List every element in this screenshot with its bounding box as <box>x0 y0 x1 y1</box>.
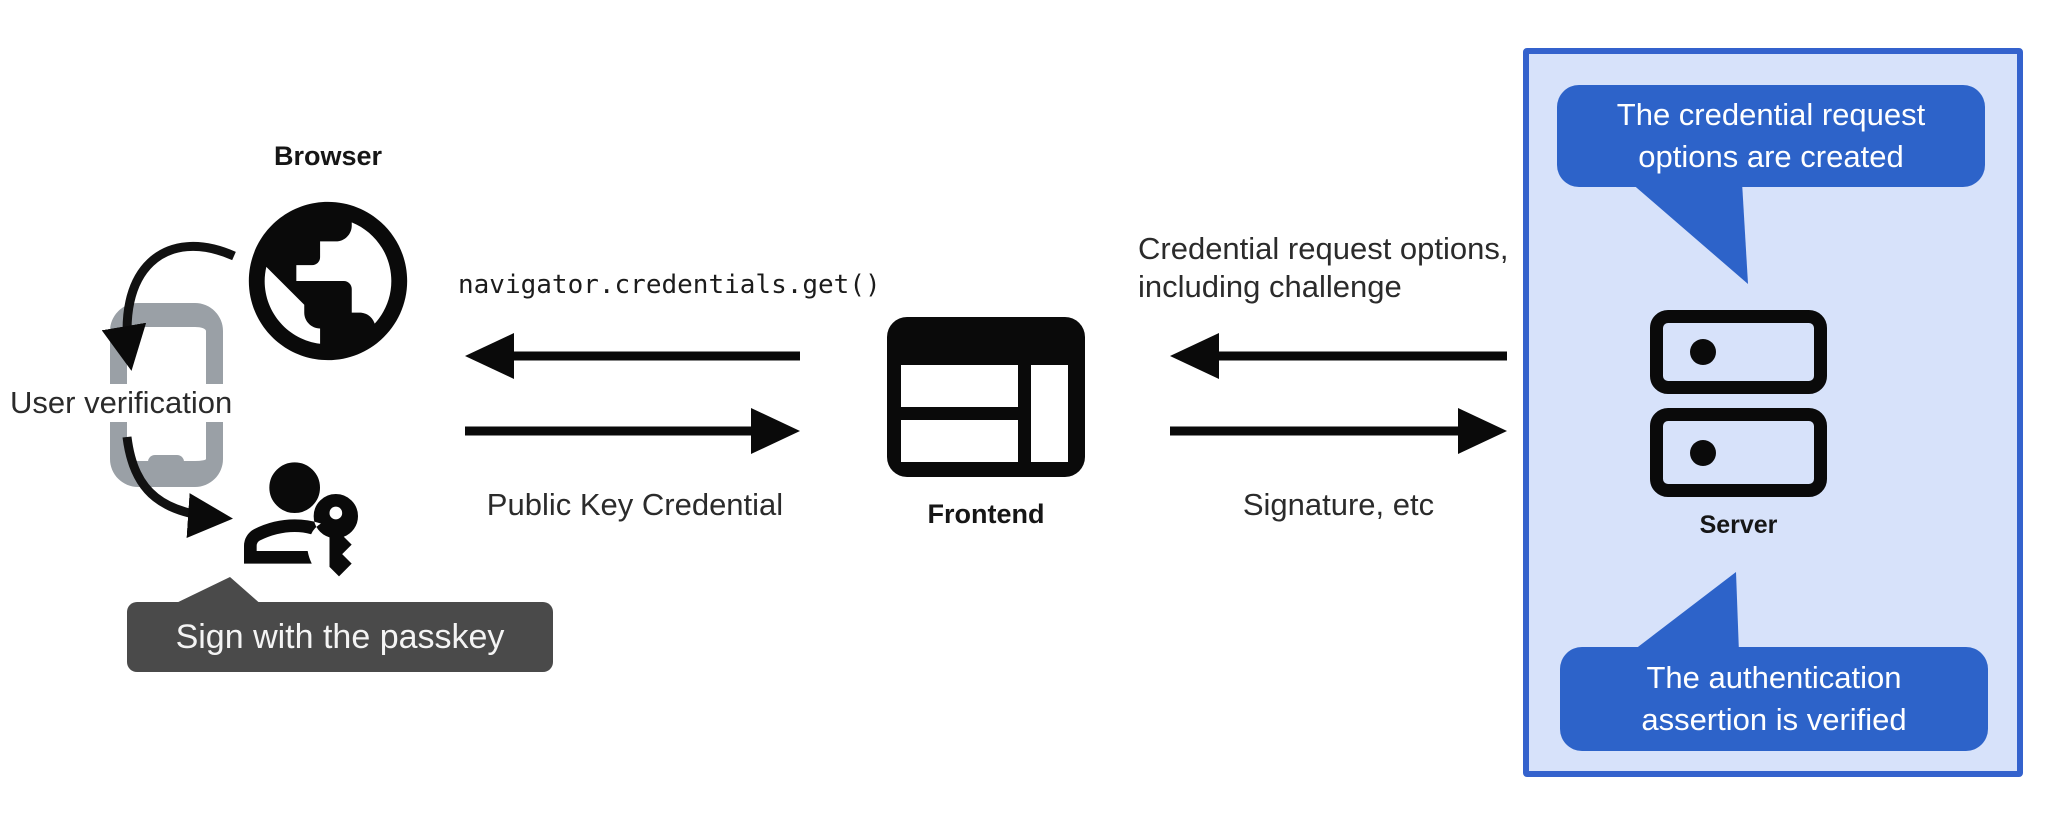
globe-icon <box>248 201 408 361</box>
callout-top-line1: The credential request <box>1616 97 1926 132</box>
server-icon-rack1 <box>1650 310 1827 394</box>
server-icon-dot1 <box>1690 339 1716 365</box>
credential-request-options-line2: including challenge <box>1138 269 1402 304</box>
callout-top-tail <box>1630 182 1748 284</box>
frontend-icon-row2 <box>901 420 1018 462</box>
browser-label: Browser <box>273 141 383 171</box>
callout-bottom-line1: The authentication <box>1646 660 1902 695</box>
callout-top: The credential request options are creat… <box>1557 85 1985 187</box>
callout-top-line2: options are created <box>1638 139 1904 174</box>
callout-bottom-line2: assertion is verified <box>1641 702 1907 737</box>
passkey-bubble-pointer <box>170 577 263 606</box>
passkey-bubble: Sign with the passkey <box>127 602 553 672</box>
frontend-window-icon <box>887 317 1085 477</box>
passkey-bubble-text: Sign with the passkey <box>175 617 505 656</box>
arrow-frontend-to-browser-head <box>465 333 514 379</box>
public-key-credential-label: Public Key Credential <box>486 487 784 522</box>
signature-label: Signature, etc <box>1242 487 1435 522</box>
credential-request-options-line1: Credential request options, <box>1138 231 1509 266</box>
person-passkey-icon <box>244 462 358 577</box>
frontend-icon-column <box>1031 365 1068 462</box>
frontend-icon-row1 <box>901 365 1018 407</box>
server-label: Server <box>1699 511 1778 539</box>
navigator-credentials-get-label: navigator.credentials.get() <box>458 270 881 300</box>
credential-request-options-label: Credential request options, including ch… <box>1138 230 1509 306</box>
server-icon-rack2 <box>1650 408 1827 497</box>
server-icon-dot2 <box>1690 440 1716 466</box>
callout-bottom-tail <box>1630 572 1739 653</box>
frontend-label: Frontend <box>927 499 1045 529</box>
user-verification-label: User verification <box>4 384 239 422</box>
arrow-server-to-frontend-head <box>1170 333 1219 379</box>
smartphone-home-bar <box>148 455 184 469</box>
callout-bottom: The authentication assertion is verified <box>1560 647 1988 751</box>
arrow-browser-to-frontend-head <box>751 408 800 454</box>
arrow-frontend-to-server-head <box>1458 408 1507 454</box>
